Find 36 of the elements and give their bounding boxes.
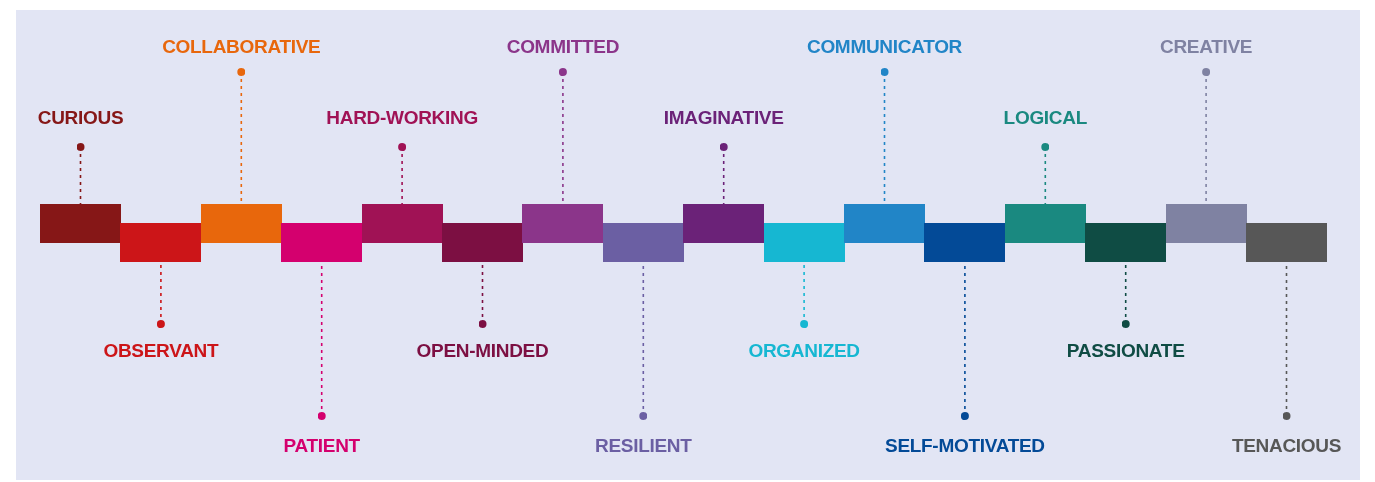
color-block — [1004, 204, 1086, 243]
color-block — [844, 204, 925, 243]
color-block — [281, 223, 363, 262]
trait-label: IMAGINATIVE — [663, 107, 784, 147]
color-block — [763, 223, 845, 262]
leader-line — [1041, 143, 1050, 205]
color-block — [683, 204, 765, 243]
color-block — [1085, 223, 1167, 262]
color-block — [40, 204, 121, 243]
color-block — [522, 204, 604, 243]
trait-label: CREATIVE — [1159, 36, 1253, 72]
trait-label: OBSERVANT — [103, 324, 219, 362]
trait-label: HARD-WORKING — [326, 107, 478, 147]
trait-label: OPEN-MINDED — [416, 324, 549, 362]
trait-label: PASSIONATE — [1066, 324, 1185, 362]
trait-label: SELF-MOTIVATED — [885, 416, 1045, 457]
trait-label: LOGICAL — [1003, 107, 1087, 147]
color-block — [442, 223, 523, 262]
trait-label: COMMITTED — [506, 36, 620, 72]
trait-label: COMMUNICATOR — [806, 36, 963, 72]
color-block — [120, 223, 202, 262]
color-block — [924, 223, 1006, 262]
leader-line — [76, 143, 85, 205]
color-block — [200, 204, 282, 243]
trait-label: ORGANIZED — [748, 324, 860, 362]
trait-label: PATIENT — [283, 416, 360, 457]
leader-line — [719, 143, 728, 205]
trait-label: COLLABORATIVE — [162, 36, 321, 72]
color-block — [1165, 204, 1247, 243]
color-block — [361, 204, 443, 243]
leader-line — [398, 143, 407, 205]
color-block — [602, 223, 684, 262]
color-block — [1246, 223, 1327, 262]
trait-label: TENACIOUS — [1231, 416, 1342, 457]
trait-label: RESILIENT — [595, 416, 692, 457]
trait-label: CURIOUS — [37, 107, 124, 147]
